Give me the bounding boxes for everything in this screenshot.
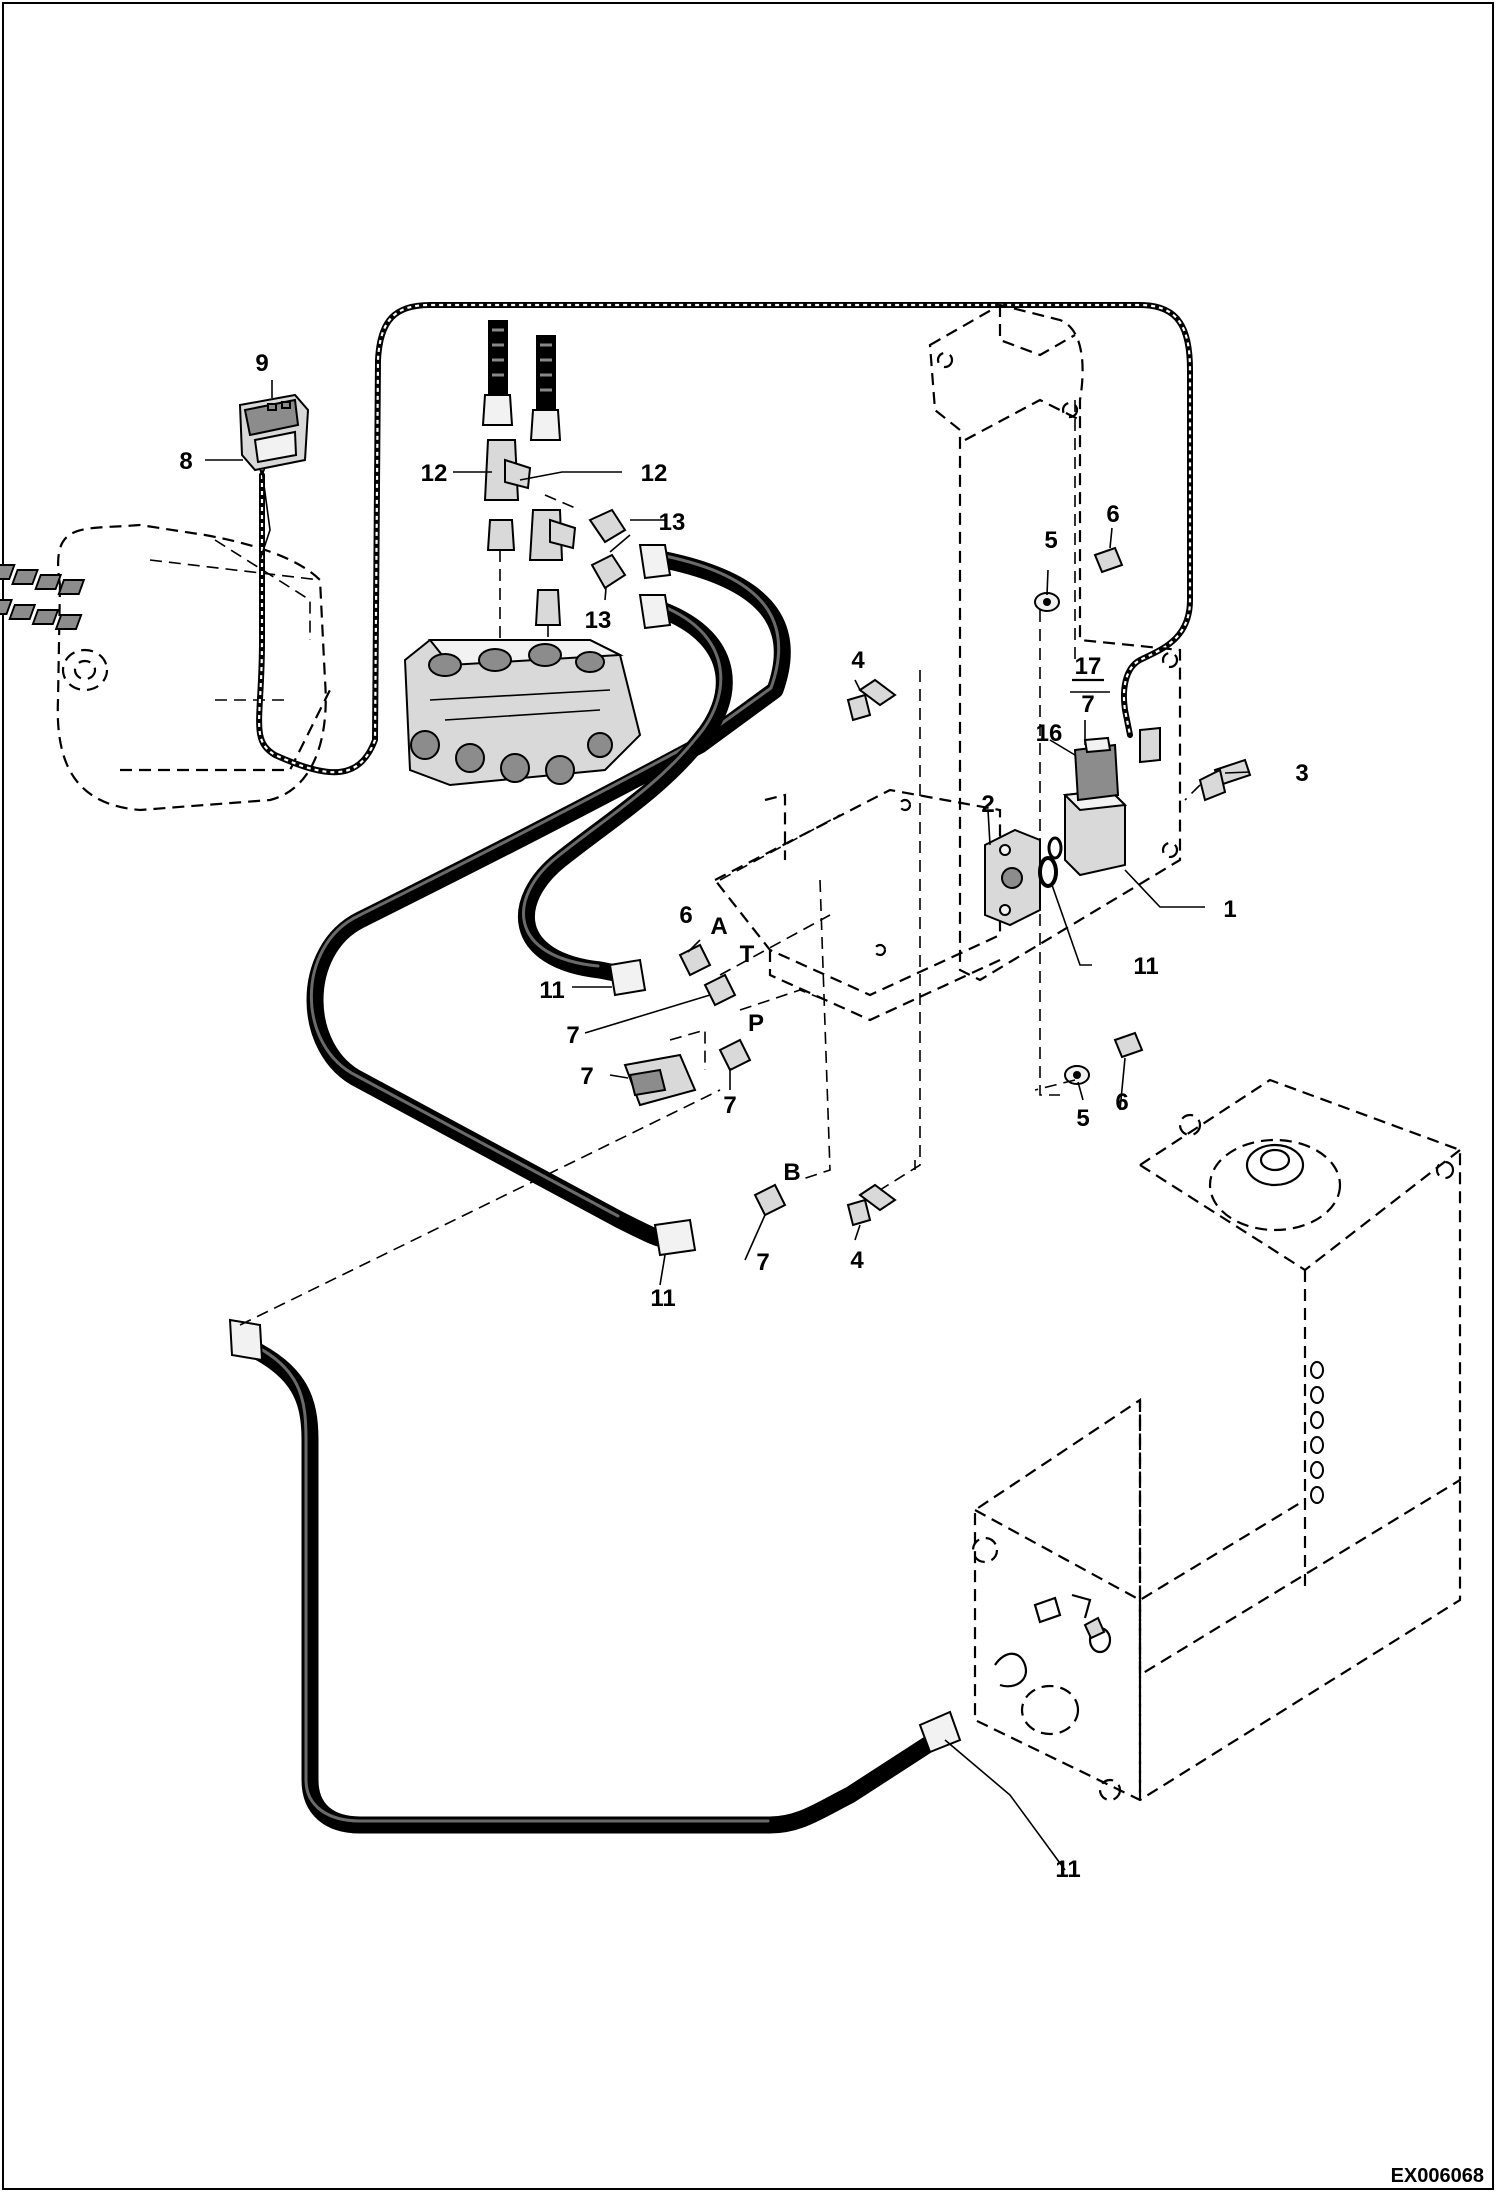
- callout-12-left: 12: [421, 460, 448, 487]
- drawing-reference: EX006068: [1391, 2165, 1484, 2187]
- callout-labels: 9 8 12 12 13 13 5 6 4 17 7 16 3 2 1 11 6…: [179, 350, 1308, 1883]
- port-adapters: [678, 943, 787, 1217]
- adapters: [588, 508, 627, 590]
- hose-stubs-upper: [481, 320, 562, 441]
- upright-frame: [928, 303, 1182, 982]
- callout-11-lower: 11: [1055, 1856, 1080, 1883]
- callout-6-upper: 6: [1106, 501, 1119, 528]
- port-label-A: A: [710, 913, 727, 940]
- callout-1: 1: [1223, 896, 1236, 923]
- callout-2: 2: [981, 791, 994, 818]
- callout-13-upper: 13: [659, 509, 686, 536]
- control-valve-block: [403, 639, 642, 787]
- valve-flange: [984, 828, 1041, 927]
- port-label-P: P: [748, 1010, 764, 1037]
- port-label-B: B: [783, 1159, 800, 1186]
- filler-cap: [1208, 1138, 1342, 1232]
- port-label-T: T: [740, 941, 755, 968]
- assembly-lines: [239, 610, 1201, 1326]
- leader-lines: [205, 380, 1251, 1871]
- o-rings: [1038, 836, 1063, 888]
- callout-11-upper: 11: [539, 977, 564, 1004]
- solenoid-valve: [1062, 726, 1161, 877]
- callout-10: 11: [1133, 953, 1158, 980]
- callout-9: 7: [580, 1063, 593, 1090]
- quick-coupler: [623, 1053, 697, 1107]
- operator-console: [0, 523, 331, 812]
- tee-fittings: [483, 439, 581, 640]
- callout-4-upper: 4: [851, 647, 865, 674]
- hose-lower: [236, 1336, 944, 1834]
- callout-7-b: 7: [756, 1249, 769, 1276]
- callout-16: 16: [1036, 720, 1063, 747]
- callout-8: 7: [1081, 691, 1094, 718]
- callout-7-p: 7: [723, 1092, 736, 1119]
- console-switch-cluster: [0, 564, 86, 630]
- callout-3: 3: [1295, 760, 1308, 787]
- callout-11-middle: 11: [650, 1285, 675, 1312]
- hose-long-upper: [306, 551, 791, 1249]
- callout-13-lower: 13: [585, 607, 612, 634]
- callout-17: 17: [1075, 653, 1102, 680]
- rocker-switch: [238, 393, 310, 472]
- hose-short-upper: [518, 601, 733, 984]
- callout-7-t: 7: [566, 1022, 579, 1049]
- callout-14: 8: [179, 448, 192, 475]
- hose-end-fittings: [228, 544, 962, 1754]
- hydraulic-tank: [971, 1078, 1462, 1802]
- sight-gauges: [1310, 1361, 1324, 1504]
- callout-7-a: 6: [679, 902, 692, 929]
- callout-12-right: 12: [641, 460, 668, 487]
- callout-5-lower: 5: [1076, 1105, 1089, 1132]
- base-plate: [713, 788, 1002, 1022]
- callout-15: 9: [255, 350, 268, 377]
- callout-6-lower: 6: [1115, 1089, 1128, 1116]
- callout-5-upper: 5: [1044, 527, 1057, 554]
- callout-4-lower: 4: [850, 1247, 864, 1274]
